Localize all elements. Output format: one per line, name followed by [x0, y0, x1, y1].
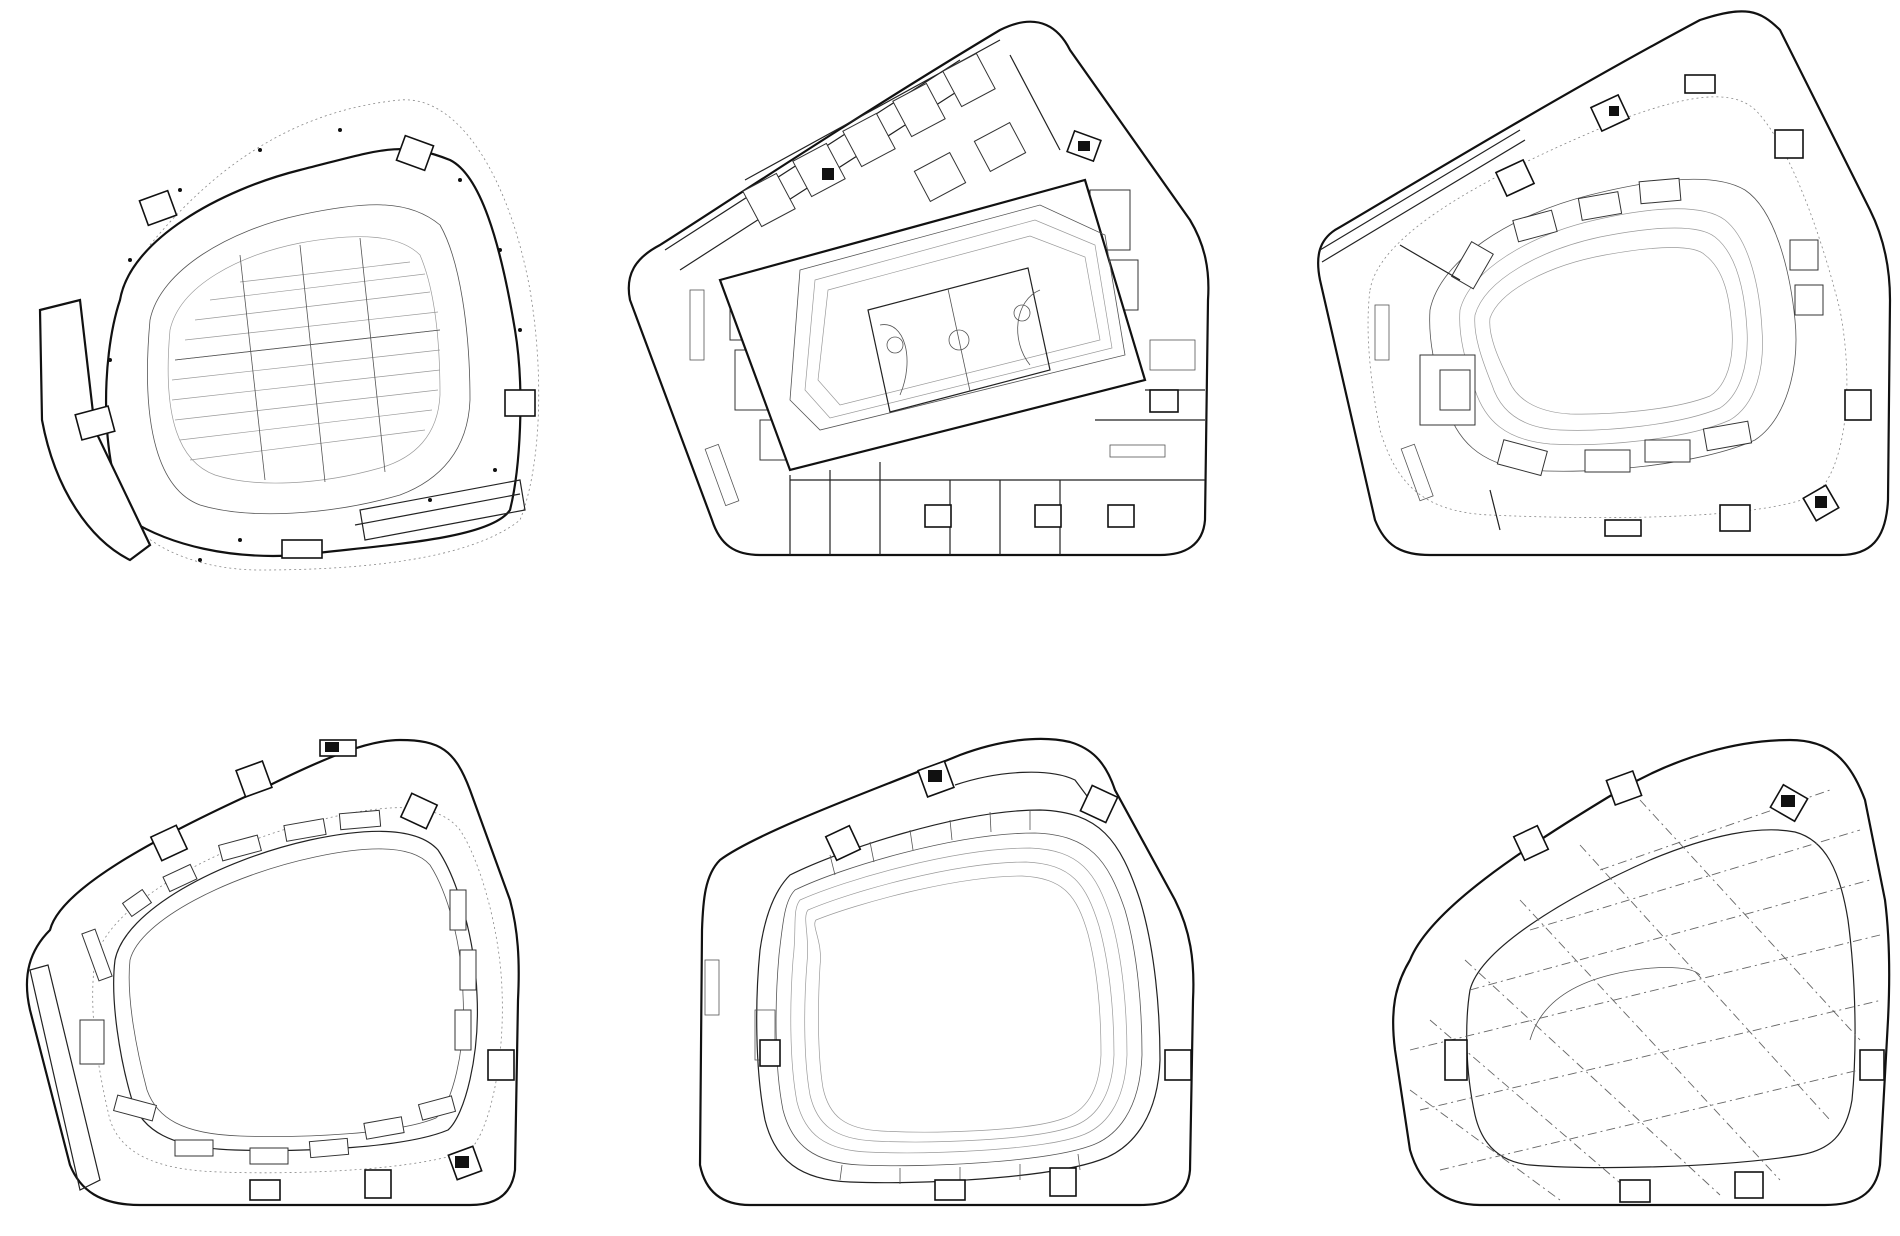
plan-3-concourse-level [1317, 10, 1892, 557]
plan-2-arena-level [627, 20, 1210, 557]
plan-1-parking-level [38, 99, 540, 571]
plan-6-roof-plan [1392, 738, 1891, 1207]
plan-5-seating-bowl [698, 737, 1195, 1207]
plan-1-cores [74, 134, 536, 559]
plan-4-upper-concourse [25, 738, 520, 1207]
basketball-court [867, 267, 1051, 413]
